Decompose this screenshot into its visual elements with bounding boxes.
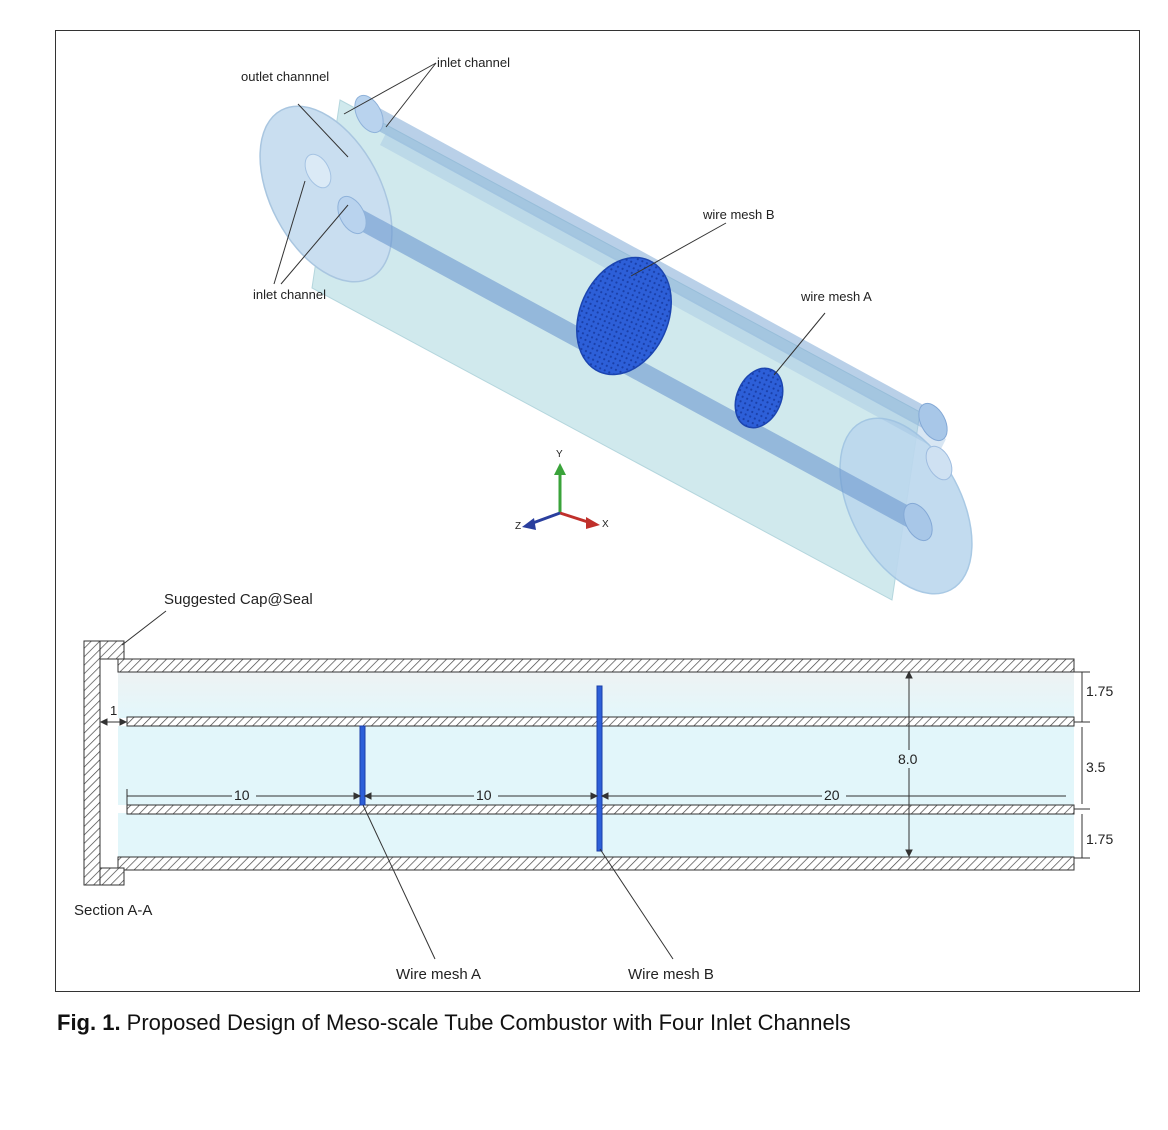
dim-offset-value: 1 (110, 703, 117, 718)
dim-right (1074, 671, 1090, 859)
section-mesh-a-label: Wire mesh A (396, 966, 481, 983)
axis-z-label: Z (515, 521, 521, 532)
section-label: Section A-A (74, 902, 152, 919)
outer-channel-bottom (118, 813, 1074, 858)
iso-view: outlet channnel inlet channel inlet chan… (241, 55, 973, 601)
caption-text: Proposed Design of Meso-scale Tube Combu… (120, 1010, 851, 1035)
outer-channel-top (118, 670, 1074, 718)
combustor-diagram: outlet channnel inlet channel inlet chan… (74, 55, 1113, 983)
section-wire-mesh-a (359, 725, 366, 806)
top-wall (117, 658, 1075, 673)
cap-seal-label: Suggested Cap@Seal (164, 591, 313, 608)
axis-y-label: Y (556, 449, 563, 460)
iso-wire-mesh-b (576, 256, 672, 376)
dim-seg3-value: 20 (824, 787, 840, 803)
axis-triad: Y X Z (515, 449, 609, 532)
dim-offset (99, 718, 128, 726)
dim-seg1-value: 10 (234, 787, 250, 803)
inlet-channel-top-label: inlet channel (437, 55, 510, 70)
axis-x-label: X (602, 519, 609, 530)
dim-wall-bottom-value: 1.75 (1086, 831, 1113, 847)
dim-seg2-bg (474, 788, 498, 802)
inlet-channel-left-label: inlet channel (253, 287, 326, 302)
outlet-channel-label: outlet channnel (241, 69, 329, 84)
wire-mesh-a-iso-label: wire mesh A (800, 289, 872, 304)
dim-seg3-bg (822, 788, 846, 802)
caption-prefix: Fig. 1. (57, 1010, 121, 1035)
core-channel (118, 726, 1074, 805)
dim-seg2-value: 10 (476, 787, 492, 803)
dim-seg1-bg (232, 788, 256, 802)
iso-wire-mesh-a (734, 367, 784, 429)
dim-core-value: 3.5 (1086, 759, 1106, 775)
bottom-wall (117, 856, 1075, 871)
dim-height-value: 8.0 (898, 751, 918, 767)
section-wire-mesh-b (596, 685, 603, 852)
dim-height-bg (896, 750, 924, 768)
iso-leader-lines (273, 62, 826, 376)
cap-seal (83, 640, 125, 886)
mesh-b-leader (599, 848, 674, 960)
figure-frame: outlet channnel inlet channel inlet chan… (55, 30, 1140, 992)
mesh-a-leader (362, 804, 436, 960)
section-mesh-b-label: Wire mesh B (628, 966, 714, 983)
dim-wall-top-value: 1.75 (1086, 683, 1113, 699)
figure-caption: Fig. 1. Proposed Design of Meso-scale Tu… (57, 1010, 851, 1036)
section-view: Suggested Cap@Seal Section A-A 1 10 10 2 (74, 591, 1113, 983)
cap-leader (121, 610, 167, 646)
wire-mesh-b-iso-label: wire mesh B (702, 207, 775, 222)
